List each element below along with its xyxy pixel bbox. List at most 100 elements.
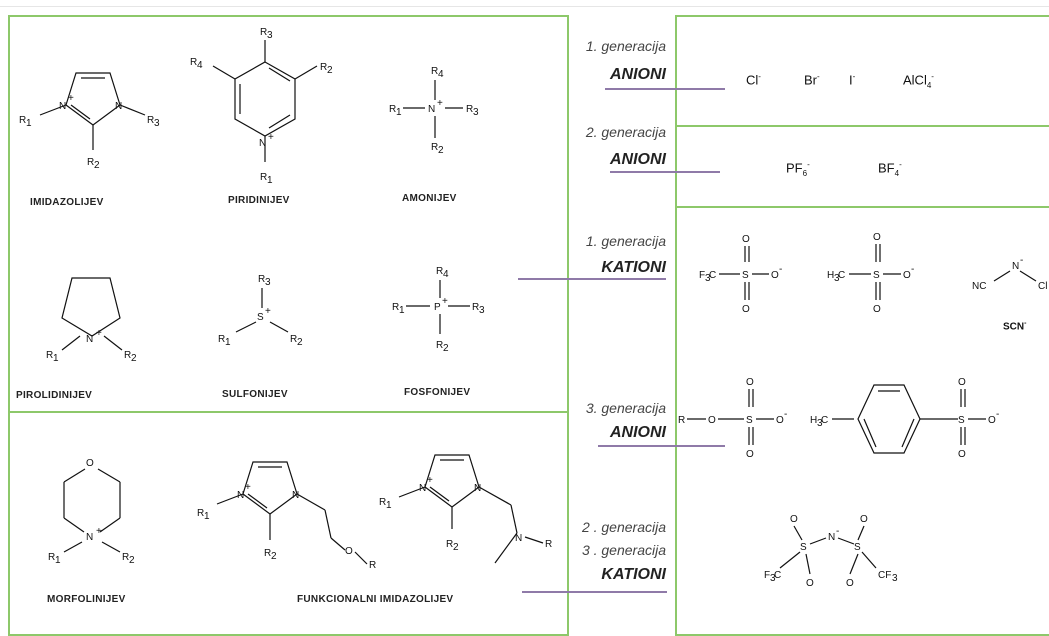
svg-text:R: R (48, 552, 55, 563)
bromide-ion: Br- (804, 72, 820, 88)
svg-text:2: 2 (443, 343, 449, 354)
svg-text:R: R (472, 302, 479, 313)
svg-text:+: + (268, 132, 274, 143)
svg-text:O: O (903, 270, 911, 281)
svg-text:+: + (96, 328, 102, 339)
svg-text:O: O (806, 578, 814, 589)
svg-text:R: R (678, 415, 685, 426)
svg-text:O: O (742, 304, 750, 315)
svg-text:R: R (122, 552, 129, 563)
svg-text:-: - (836, 526, 839, 537)
pyridinium-label: PIRIDINIJEV (228, 195, 290, 206)
svg-text:N: N (86, 334, 93, 345)
svg-text:2: 2 (131, 353, 137, 364)
gen1-anions-class: ANIONI (610, 66, 666, 83)
svg-text:1: 1 (225, 337, 231, 348)
svg-text:O: O (771, 270, 779, 281)
svg-text:N: N (428, 104, 435, 115)
svg-text:N: N (419, 483, 426, 494)
svg-text:R: R (46, 350, 53, 361)
svg-text:1: 1 (396, 107, 402, 118)
svg-text:-: - (1020, 255, 1023, 266)
svg-text:R: R (260, 172, 267, 183)
iodide-ion: I- (849, 72, 856, 88)
svg-text:O: O (958, 449, 966, 460)
svg-text:C: C (774, 570, 781, 581)
phosphonium-label: FOSFONIJEV (404, 387, 471, 398)
svg-text:3: 3 (154, 118, 160, 129)
svg-text:S: S (873, 270, 880, 281)
svg-text:3: 3 (479, 305, 485, 316)
svg-text:N: N (115, 101, 122, 112)
svg-text:-: - (779, 264, 782, 275)
svg-text:R: R (466, 104, 473, 115)
gen23-cations-class: KATIONI (601, 566, 666, 583)
svg-text:3: 3 (267, 30, 273, 41)
hexafluorophosphate-ion: PF6- (786, 160, 810, 178)
anions-gen1-box (675, 15, 1049, 127)
svg-text:R: R (258, 274, 265, 285)
svg-text:C: C (709, 270, 716, 281)
thiocyanate-structure: N- NC Cl (972, 255, 1047, 292)
svg-text:+: + (68, 93, 74, 104)
svg-text:+: + (442, 296, 448, 307)
svg-text:R: R (446, 539, 453, 550)
svg-text:1: 1 (204, 511, 210, 522)
tetrachloroaluminate-ion: AlCl4- (903, 72, 934, 90)
gen2-anions-class: ANIONI (610, 151, 666, 168)
svg-text:N: N (86, 532, 93, 543)
gen2-anions-generation: 2. generacija (585, 124, 666, 140)
svg-text:2: 2 (438, 145, 444, 156)
svg-text:2: 2 (453, 542, 459, 553)
svg-text:O: O (742, 234, 750, 245)
svg-text:S: S (742, 270, 749, 281)
svg-text:Cl: Cl (1038, 281, 1047, 292)
morpholinium-label: MORFOLINIJEV (47, 594, 126, 605)
svg-text:+: + (265, 306, 271, 317)
svg-text:2: 2 (129, 555, 135, 566)
svg-text:+: + (427, 475, 433, 486)
svg-text:R: R (431, 142, 438, 153)
svg-text:R: R (264, 548, 271, 559)
ammonium-label: AMONIJEV (402, 193, 457, 204)
gen1-anions-connector (605, 88, 725, 90)
svg-text:R: R (431, 66, 438, 77)
svg-text:3: 3 (705, 273, 711, 284)
svg-text:1: 1 (55, 555, 61, 566)
svg-text:R: R (392, 302, 399, 313)
svg-text:S: S (854, 542, 861, 553)
gen1-cations-connector (518, 278, 666, 280)
svg-text:3: 3 (473, 107, 479, 118)
anions-gen2-box (675, 125, 1049, 208)
gen3-anions-generation: 3. generacija (585, 400, 666, 416)
svg-text:1: 1 (26, 118, 32, 129)
svg-text:2: 2 (94, 160, 100, 171)
svg-text:O: O (746, 377, 754, 388)
svg-text:O: O (86, 458, 94, 469)
pyrrolidinium-label: PIROLIDINIJEV (16, 390, 93, 401)
svg-text:3: 3 (770, 573, 776, 584)
svg-text:O: O (873, 304, 881, 315)
alkylsulfate-structure: O R O S O- O (678, 377, 787, 460)
svg-text:C: C (838, 270, 845, 281)
svg-text:R: R (260, 27, 267, 38)
svg-text:O: O (846, 578, 854, 589)
svg-text:R: R (436, 266, 443, 277)
svg-text:R: R (124, 350, 131, 361)
svg-text:2: 2 (297, 337, 303, 348)
sulfonium-label: SULFONIJEV (222, 389, 288, 400)
svg-text:R: R (320, 62, 327, 73)
svg-text:+: + (96, 526, 102, 537)
svg-text:N: N (259, 138, 266, 149)
svg-text:N: N (59, 101, 66, 112)
svg-text:S: S (800, 542, 807, 553)
svg-text:S: S (257, 312, 264, 323)
svg-text:R: R (545, 539, 552, 550)
svg-text:CF: CF (878, 570, 891, 581)
svg-text:F: F (764, 570, 770, 581)
